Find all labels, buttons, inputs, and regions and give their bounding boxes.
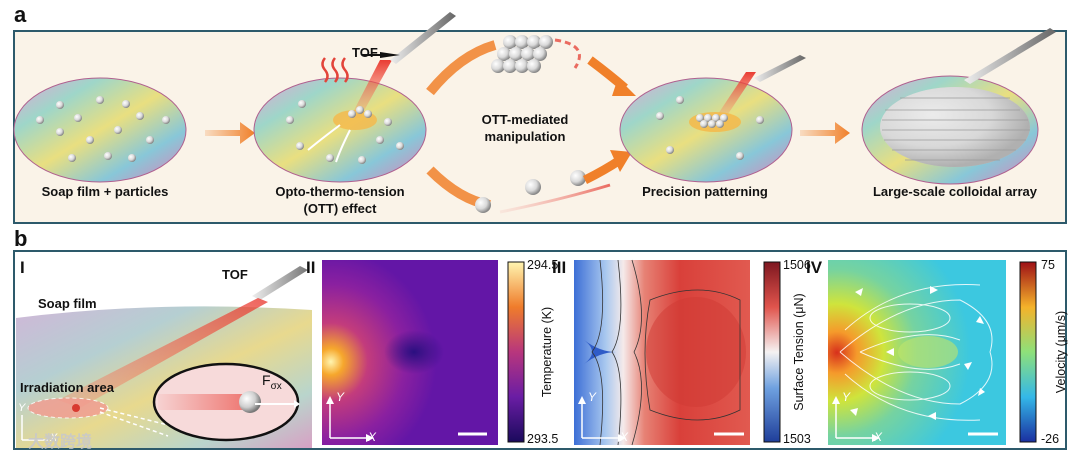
- sub1-soap-film-label: Soap film: [38, 296, 97, 311]
- sub3-axis-y: Y: [588, 390, 597, 404]
- sub3-colorbar-min: 1503: [783, 432, 811, 446]
- sub3-axis-x: X: [620, 430, 629, 444]
- sub2-colorbar-min: 293.5: [527, 432, 559, 446]
- sub2-label: II: [306, 258, 316, 277]
- sub1-axis-x: X: [50, 432, 58, 444]
- caption-ott-manipulation-line1: OTT-mediated: [481, 112, 569, 127]
- sub4-colorbar-min: -26: [1041, 432, 1060, 446]
- single-particles: [475, 170, 586, 213]
- optical-fiber-top: [390, 12, 456, 64]
- sub1-force-label: Fσx: [262, 372, 282, 392]
- soap-film-disk-1: [13, 77, 187, 183]
- particle-cluster: [491, 35, 553, 73]
- sub1-schematic: [16, 266, 312, 448]
- sub2-axis-y: Y: [336, 390, 345, 404]
- sub2-colorbar-label: Temperature (K): [540, 306, 554, 398]
- sub4-label: IV: [806, 258, 823, 277]
- sub4-velocity-map: [828, 260, 1037, 445]
- tof-arrow-a: [380, 52, 400, 58]
- caption-ott-effect-line1: Opto-thermo-tension: [275, 184, 405, 199]
- caption-precision-patterning: Precision patterning: [642, 184, 768, 199]
- sub2-colorbar-max: 294.5: [527, 258, 559, 272]
- soap-film-disk-3: [619, 72, 793, 183]
- arrow-2: [800, 122, 850, 144]
- curve-arrow-up: [426, 40, 497, 96]
- watermark-text: 大数跨境: [28, 434, 93, 451]
- sub1-label: I: [20, 258, 25, 277]
- panel-a-letter: a: [14, 2, 27, 27]
- sub3-colorbar-max: 1506: [783, 258, 811, 272]
- sub2-axis-x: X: [368, 430, 377, 444]
- sub3-colorbar-label: Surface Tension (μN): [792, 293, 806, 411]
- sub1-tof-label: TOF: [222, 267, 248, 282]
- sub4-colorbar-max: 75: [1041, 258, 1055, 272]
- sub1-axis-y: Y: [18, 402, 26, 414]
- sub4-colorbar-label: Velocity (μm/s): [1054, 310, 1068, 394]
- caption-soap-film-particles: Soap film + particles: [41, 184, 169, 199]
- soap-film-disk-2: [253, 57, 427, 183]
- soap-film-disk-4: [861, 75, 1039, 185]
- caption-ott-manipulation-line2: manipulation: [484, 129, 566, 144]
- arrow-1: [205, 122, 255, 144]
- panel-b-letter: b: [14, 226, 28, 251]
- tof-label-a: TOF: [352, 45, 378, 60]
- caption-large-scale-array: Large-scale colloidal array: [872, 184, 1038, 199]
- sub2-temperature-map: [322, 260, 525, 445]
- sub3-surface-tension-map: [574, 259, 781, 446]
- sub4-axis-y: Y: [842, 390, 851, 404]
- caption-ott-effect-line2: (OTT) effect: [303, 201, 377, 216]
- sub1-irradiation-label: Irradiation area: [20, 380, 114, 395]
- sub4-axis-x: X: [874, 430, 883, 444]
- sub3-label: III: [552, 258, 567, 277]
